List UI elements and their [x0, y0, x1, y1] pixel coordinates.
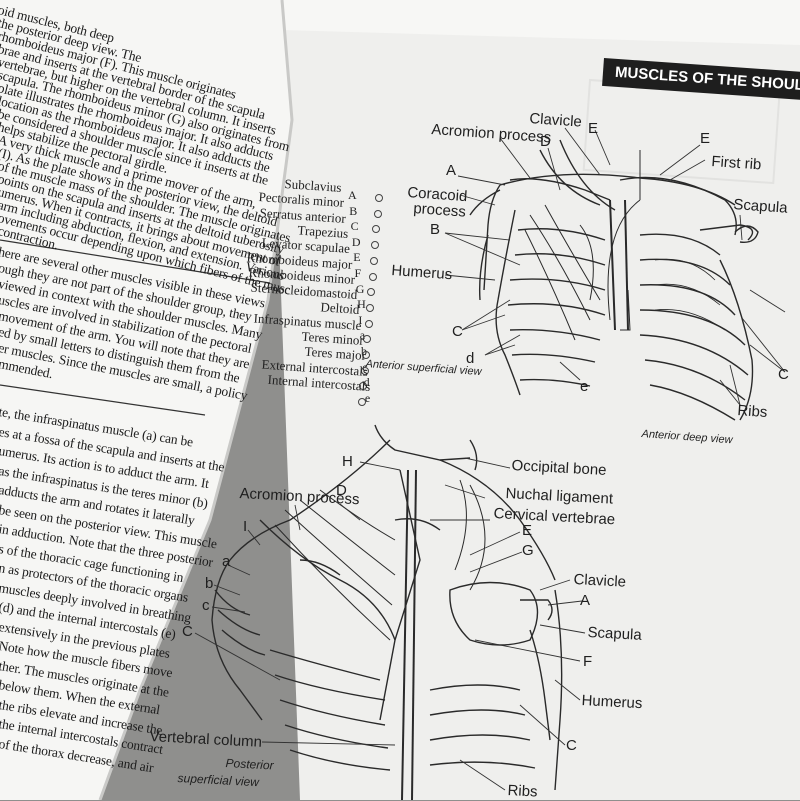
posterior-leader-lines [194, 457, 586, 791]
label-C2: C [778, 366, 789, 383]
label-d: d [466, 350, 475, 367]
label-F: F [583, 653, 593, 670]
label-D-posterior: D [336, 482, 347, 499]
key-color-circle[interactable] [375, 194, 383, 202]
key-letter: D [351, 234, 361, 249]
key-letter: A [348, 188, 357, 202]
key-color-circle[interactable] [363, 335, 372, 344]
label-C-posterior-right: C [566, 737, 577, 754]
key-color-circle[interactable] [368, 272, 377, 281]
key-color-circle[interactable] [372, 225, 381, 234]
key-color-circle[interactable] [359, 382, 368, 391]
anterior-leader-lines [444, 127, 786, 406]
key-letter: C [350, 219, 359, 234]
label-humerus-posterior: Humerus [581, 692, 643, 713]
key-letter: c [362, 359, 368, 374]
label-H: H [342, 453, 353, 470]
key-letter: I [358, 312, 363, 327]
label-C1: C [452, 323, 463, 340]
key-letter: d [363, 375, 370, 390]
key-letter: E [353, 250, 361, 265]
key-letter: B [349, 203, 358, 218]
label-scapula-posterior: Scapula [587, 624, 643, 644]
key-color-circle[interactable] [360, 366, 369, 375]
key-letter: G [355, 281, 365, 296]
label-a: a [222, 553, 231, 570]
key-color-circle[interactable] [369, 256, 378, 265]
caption-posterior-1: Posterior [225, 756, 274, 773]
label-clavicle-posterior: Clavicle [573, 571, 627, 591]
key-letter: e [364, 390, 371, 405]
anterior-deep-figure [607, 176, 759, 421]
key-letter: a [359, 328, 366, 343]
key-letter: F [354, 266, 362, 280]
key-color-circle[interactable] [358, 398, 367, 407]
key-color-circle[interactable] [373, 209, 382, 218]
key-color-circle[interactable] [364, 319, 373, 328]
label-D: D [540, 133, 551, 150]
label-c: c [202, 597, 210, 614]
key-color-circle[interactable] [362, 351, 370, 359]
label-ribs: Ribs [736, 402, 768, 422]
key-color-circle[interactable] [371, 241, 380, 250]
label-e: e [580, 378, 589, 395]
key-color-circle[interactable] [365, 303, 374, 312]
label-E1: E [588, 120, 599, 137]
key-letter: H [357, 297, 366, 312]
label-E-posterior: E [522, 522, 533, 539]
label-I: I [243, 518, 248, 535]
posterior-figure [211, 424, 563, 800]
label-coracoid-process: process [412, 200, 467, 221]
label-A: A [446, 162, 457, 179]
label-b: b [205, 575, 214, 592]
label-E2: E [700, 130, 711, 147]
label-B: B [430, 221, 441, 238]
label-A-posterior: A [580, 592, 591, 609]
label-G: G [522, 542, 534, 559]
label-C-posterior-left: C [182, 623, 193, 640]
label-ribs-posterior: Ribs [507, 782, 538, 801]
key-color-circle[interactable] [367, 288, 376, 297]
label-first-rib: First rib [710, 153, 762, 174]
